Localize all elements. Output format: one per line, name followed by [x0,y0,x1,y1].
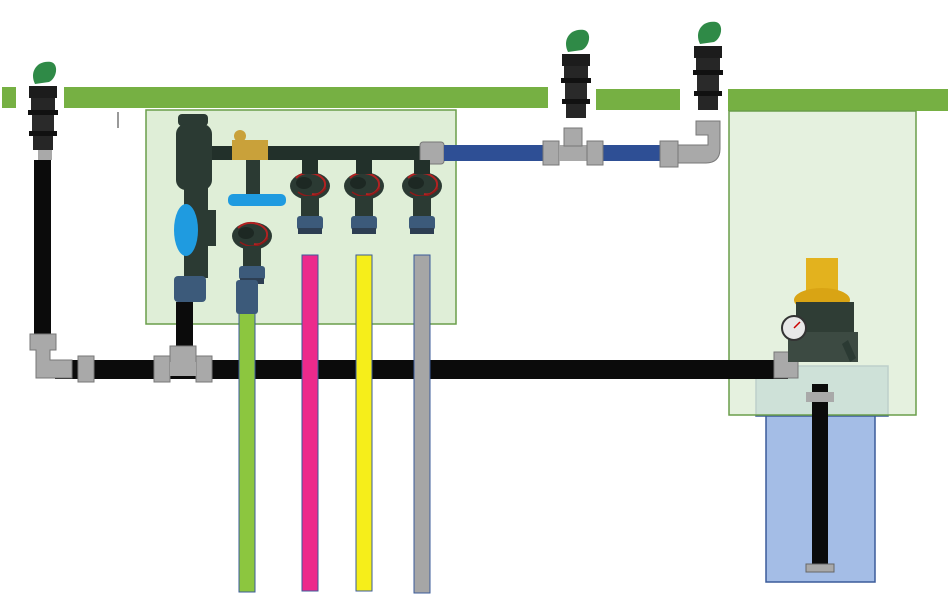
tee-fitting [169,345,197,365]
well-drop-pipe [812,384,828,566]
well-head-fitting [806,392,834,402]
tee-fitting [153,355,171,383]
coupler-base-fitting [38,150,52,160]
quick-coupler-valve-right [693,21,723,110]
coupling-fitting [542,140,560,166]
valve-riser [302,160,318,174]
valve-riser [356,160,372,174]
ground-strip [64,87,548,108]
zone-line-pink [301,254,319,592]
submersible-pump-icon [805,563,835,573]
brass-regulator-icon [232,130,268,194]
tee-fitting [170,362,196,376]
zone-line-yellow [355,254,373,592]
coupling-fitting [659,140,679,168]
valve-outlet [236,280,258,314]
coupling-fitting [77,355,95,383]
ground-strip [596,89,680,110]
ball-valve-icon [174,204,216,256]
tee-fitting [559,145,587,161]
pressure-switch-icon [781,258,858,362]
ground-strip [2,87,16,108]
coupling-fitting [586,140,604,166]
quick-coupler-valve-middle [561,29,591,118]
tee-fitting [563,127,583,147]
zone-line-green [238,309,256,593]
elbow-fitting [677,120,721,164]
left-riser-pipe [34,160,51,340]
handle-icon [228,194,286,206]
quick-coupler-valve-left [28,61,58,150]
tee-fitting [195,355,213,383]
elbow-fitting [29,333,73,379]
ground-strip [728,89,948,111]
valve-riser [414,160,430,174]
zone-line-gray [413,254,431,594]
